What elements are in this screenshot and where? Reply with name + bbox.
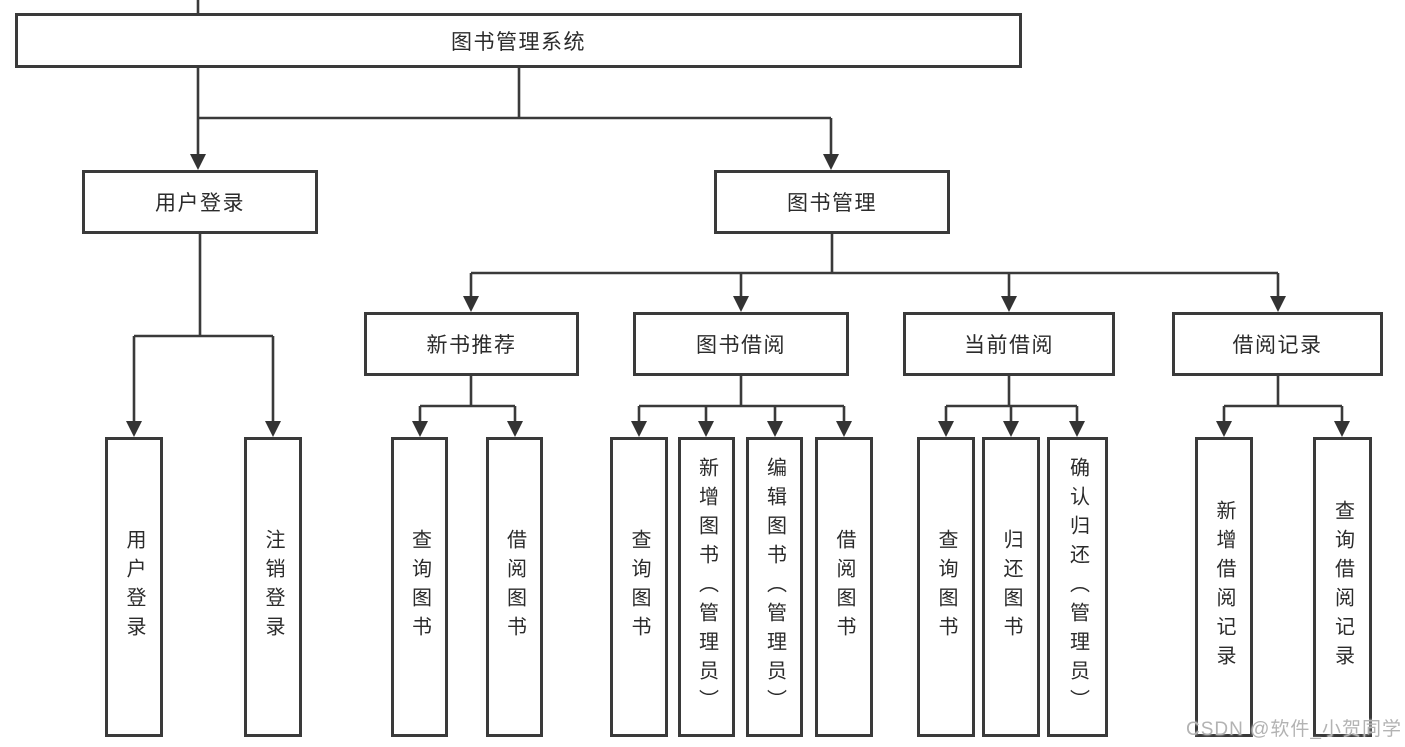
node-query-books-borrowing: 查询图书 [610, 437, 668, 737]
node-return-book: 归还图书 [982, 437, 1040, 737]
node-edit-book-admin: 编辑图书（管理员） [746, 437, 803, 737]
node-library-management-system: 图书管理系统 [15, 13, 1022, 68]
node-query-books-recommend: 查询图书 [391, 437, 448, 737]
connector-borrowing-records-to-leaves [1216, 376, 1350, 437]
node-current-borrowing: 当前借阅 [903, 312, 1115, 376]
connector-root-to-level2 [190, 0, 839, 170]
node-user-login: 用户登录 [82, 170, 318, 234]
node-confirm-return-admin: 确认归还（管理员） [1047, 437, 1108, 737]
connector-book-mgmt-to-level3 [463, 234, 1286, 312]
node-new-book-recommend: 新书推荐 [364, 312, 579, 376]
connector-book-borrowing-to-leaves [631, 376, 852, 437]
node-user-login-action: 用户登录 [105, 437, 163, 737]
node-borrowing-records: 借阅记录 [1172, 312, 1383, 376]
csdn-watermark: CSDN @软件_小贺同学 [1186, 719, 1402, 740]
node-logout: 注销登录 [244, 437, 302, 737]
connector-new-book-recommend-to-leaves [412, 376, 523, 437]
node-add-book-admin: 新增图书（管理员） [678, 437, 735, 737]
connector-current-borrowing-to-leaves [938, 376, 1085, 437]
node-book-borrowing: 图书借阅 [633, 312, 849, 376]
node-query-borrow-record: 查询借阅记录 [1313, 437, 1372, 737]
connector-user-login-to-leaves [126, 234, 281, 437]
node-add-borrow-record: 新增借阅记录 [1195, 437, 1253, 737]
node-borrow-books-borrowing: 借阅图书 [815, 437, 873, 737]
node-book-management: 图书管理 [714, 170, 950, 234]
node-query-books-current: 查询图书 [917, 437, 975, 737]
node-borrow-books-recommend: 借阅图书 [486, 437, 543, 737]
